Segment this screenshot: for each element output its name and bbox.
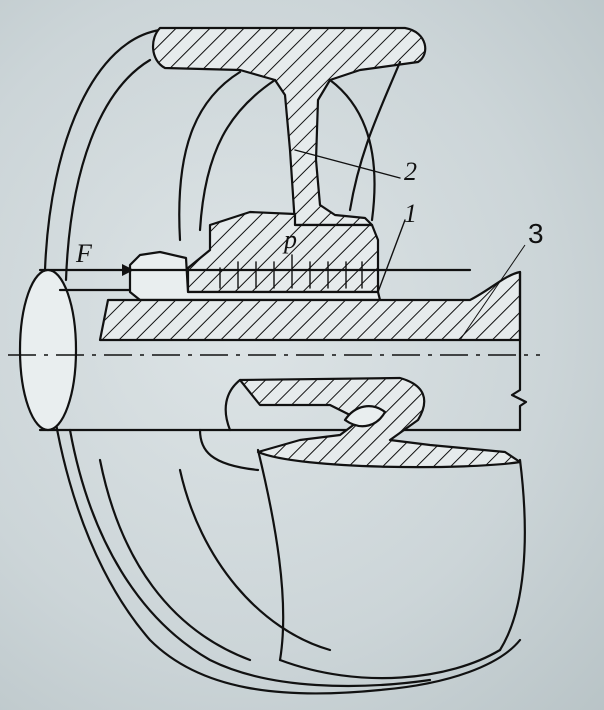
label-part-3: 3 [528, 218, 544, 249]
hub-part-2 [186, 210, 380, 294]
rim-section-upper [152, 26, 427, 227]
force-arrow [67, 264, 134, 276]
hub-section-lower [238, 376, 522, 469]
label-part-1: 1 [404, 199, 417, 228]
label-force: F [75, 239, 93, 268]
label-pressure: p [282, 225, 297, 254]
label-part-2: 2 [404, 157, 417, 186]
shaft-outline [18, 268, 528, 432]
hub-lower-groove [343, 405, 387, 428]
wheel-rim [43, 28, 526, 695]
spokes [178, 60, 402, 242]
leader-lines [294, 149, 526, 341]
pressure-arrows [219, 254, 363, 289]
sleeve-part-1 [128, 250, 382, 302]
